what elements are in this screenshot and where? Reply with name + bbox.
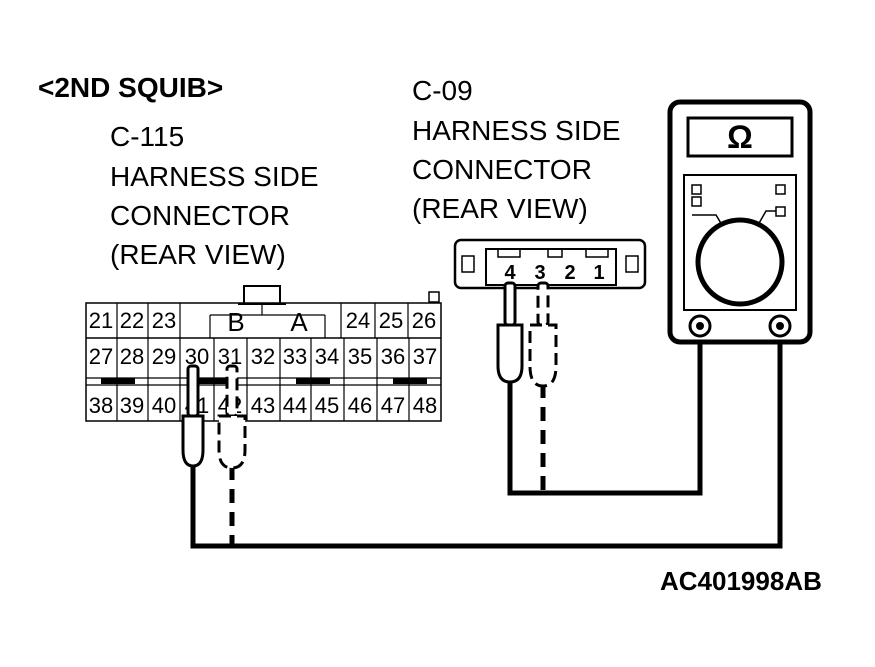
c115-pin-45: 45 <box>315 393 339 418</box>
section-title: <2ND SQUIB> <box>38 72 223 103</box>
c115-label-line3: (REAR VIEW) <box>110 239 286 270</box>
c115-pin-30: 30 <box>185 344 209 369</box>
meter-dial <box>695 217 785 307</box>
solid-wire-c09 <box>507 325 703 496</box>
c115-pin-22: 22 <box>120 308 144 333</box>
c115-pin-28: 28 <box>120 344 144 369</box>
c115-pin-40: 40 <box>152 393 176 418</box>
c115-label-line1: HARNESS SIDE <box>110 161 319 192</box>
c115-pin-48: 48 <box>413 393 437 418</box>
c115-pin-23: 23 <box>152 308 176 333</box>
solid-wire-c115 <box>190 325 783 549</box>
c115-pin-37: 37 <box>413 344 437 369</box>
c09-pin-1: 1 <box>593 262 604 284</box>
c115-pin-36: 36 <box>381 344 405 369</box>
connector-c115 <box>85 285 442 422</box>
c115-pin-32: 32 <box>251 344 275 369</box>
c115-pin-a: A <box>290 307 308 337</box>
c09-housing <box>453 238 647 290</box>
ohm-icon: Ω <box>727 119 753 155</box>
connector-c09 <box>453 238 647 290</box>
c115-pin-25: 25 <box>379 308 403 333</box>
c115-latch <box>243 285 281 305</box>
c09-pin-labels: 4 3 2 1 <box>504 262 604 284</box>
c115-label-line2: CONNECTOR <box>110 200 290 231</box>
figure-code: AC401998AB <box>660 566 822 596</box>
c115-pin-43: 43 <box>251 393 275 418</box>
c115-pin-44: 44 <box>283 393 307 418</box>
c115-pin-47: 47 <box>381 393 405 418</box>
c09-pin-2: 2 <box>564 262 575 284</box>
c09-label-line3: (REAR VIEW) <box>412 193 588 224</box>
ohmmeter: Ω <box>667 99 813 345</box>
c115-pin-33: 33 <box>283 344 307 369</box>
c115-pin-35: 35 <box>348 344 372 369</box>
probe-dashed-c115 <box>217 364 247 470</box>
c115-frame <box>85 302 442 422</box>
wires <box>190 325 783 549</box>
c115-pin-labels: 21 22 23 B A 24 25 26 27 28 29 30 31 32 … <box>89 307 437 418</box>
c115-pin-39: 39 <box>120 393 144 418</box>
c115-pin-46: 46 <box>348 393 372 418</box>
probe-dashed-c09 <box>528 281 558 388</box>
c115-pin-b: B <box>227 307 244 337</box>
c115-pin-26: 26 <box>412 308 436 333</box>
c09-pin-4: 4 <box>504 262 516 284</box>
c115-pin-27: 27 <box>89 344 113 369</box>
c115-pin-29: 29 <box>152 344 176 369</box>
meter-display <box>686 116 794 158</box>
c115-pin-21: 21 <box>89 308 113 333</box>
c115-id-label: C-115 <box>110 121 184 152</box>
c09-pin-3: 3 <box>534 262 545 284</box>
c115-pin-24: 24 <box>346 308 370 333</box>
probe-solid-c09 <box>496 281 524 384</box>
c115-pin-38: 38 <box>89 393 113 418</box>
c09-label-line2: CONNECTOR <box>412 154 592 185</box>
c09-id-label: C-09 <box>412 75 473 106</box>
c115-pin-34: 34 <box>315 344 339 369</box>
probe-solid-c115 <box>181 364 205 468</box>
c09-label-line1: HARNESS SIDE <box>412 115 621 146</box>
